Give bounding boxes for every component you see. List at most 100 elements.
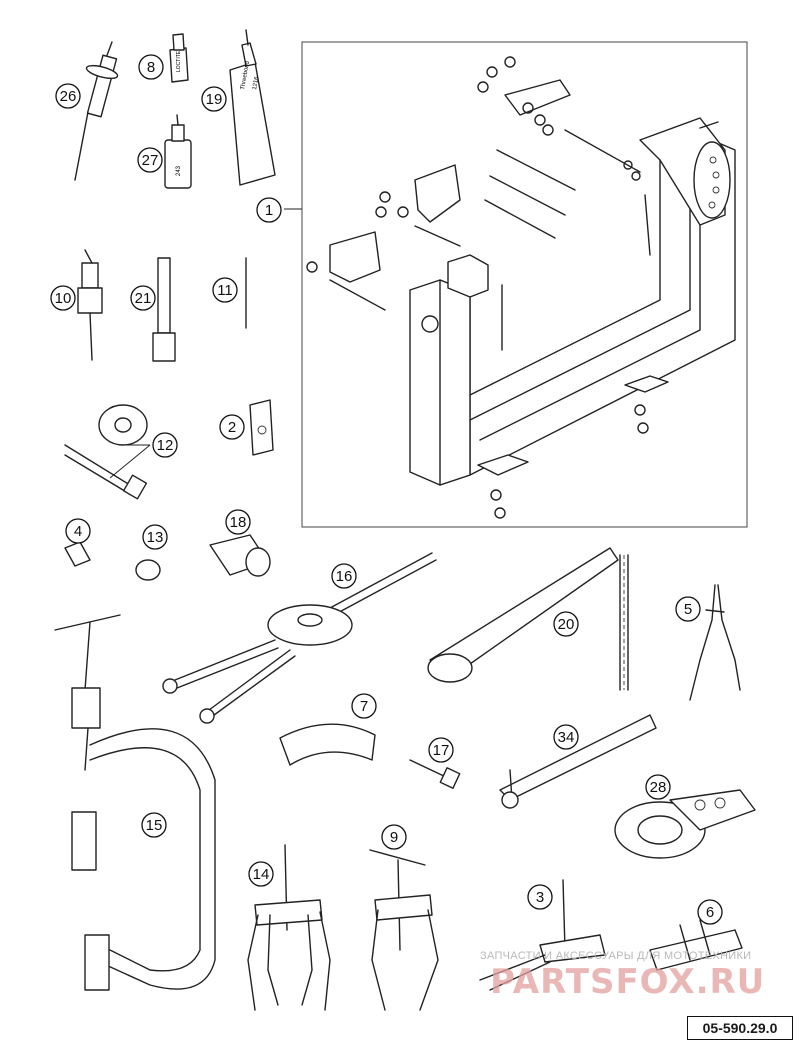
callout-circle [381,824,407,850]
callout-10: 10 [50,285,76,311]
callout-28: 28 [645,774,671,800]
callout-circle [527,884,553,910]
callout-circle [137,147,163,173]
engine-stand-part [306,56,736,519]
callout-circle [141,812,167,838]
callout-number: 14 [253,866,270,883]
callout-number: 17 [433,742,450,759]
callout-18: 18 [225,509,251,535]
callout-number: 1 [265,202,273,219]
syringe-tool-part [74,41,119,181]
callout-16: 16 [331,563,357,589]
callout-3: 3 [527,884,553,910]
puller-10-part [77,249,103,361]
callout-circle [212,277,238,303]
callout-number: 10 [55,290,72,307]
callout-circle [152,432,178,458]
callout-number: 7 [360,698,368,715]
callout-11: 11 [212,277,238,303]
callout-19: 19 [201,86,227,112]
tube-19-part: Threebond 1216 [229,29,276,186]
callout-circle [331,563,357,589]
tube-19-label-line2: 1216 [252,76,260,91]
engine-stand-group-frame [301,41,748,528]
chain-holder-20-part [427,547,629,691]
nut-13-part [135,559,161,581]
callout-circle [138,54,164,80]
callout-9: 9 [381,824,407,850]
callout-circle [65,518,91,544]
callout-34: 34 [553,724,579,750]
bottle-8-label: LOCTITE [176,50,182,72]
circlip-pliers-5-part [689,584,741,701]
callout-circle [50,285,76,311]
callout-number: 11 [217,282,233,299]
callout-8: 8 [138,54,164,80]
sleeve-4-part [64,541,91,567]
callout-number: 15 [146,817,163,834]
callout-2: 2 [219,414,245,440]
clutch-holder-28-part [614,789,756,859]
callout-circle [256,197,282,223]
leader-lines [109,208,302,479]
tube-19-label-line1: Threebond [240,61,251,91]
callout-number: 34 [558,729,575,746]
callout-circle [130,285,156,311]
plate-2-part [249,399,274,456]
document-number: 05-590.29.0 [687,1016,793,1040]
callout-circle [201,86,227,112]
bottle-27-label: 243 [176,165,182,176]
valve-spring-compressor-15-part [54,614,216,991]
callout-layer: 26 8 19 27 1 10 21 11 2 12 4 13 18 16 20 5 7 17 34 28 15 14 9 3… [50,54,723,925]
watermark-text: ЗАПЧАСТИ И АКСЕССУАРЫ ДЛЯ МОТОТЕХНИКИ [480,950,752,962]
callout-number: 4 [74,523,82,540]
holder-34-part [499,714,657,809]
callout-number: 20 [558,616,575,633]
callout-number: 19 [206,91,223,108]
tool-6-part [649,919,743,971]
adapter-18-part [209,534,271,577]
callout-number: 28 [650,779,667,796]
callout-5: 5 [675,596,701,622]
callout-27: 27 [137,147,163,173]
callout-20: 20 [553,611,579,637]
callout-number: 6 [706,904,714,921]
callout-circle [697,899,723,925]
callout-15: 15 [141,812,167,838]
callout-number: 27 [142,152,159,169]
callout-number: 16 [336,568,353,585]
watermark-logo: PARTSFOX.RU [490,962,766,1002]
callout-number: 13 [147,529,164,546]
callout-circle [142,524,168,550]
puller-16-part [162,552,437,724]
callout-number: 3 [536,889,544,906]
puller-9-part [369,849,439,1011]
callout-circle [225,509,251,535]
bolt-washer-12-part [64,404,148,500]
callout-7: 7 [351,693,377,719]
callout-circle [428,737,454,763]
callout-number: 2 [228,419,236,436]
callout-number: 9 [390,829,398,846]
callout-circle [55,83,81,109]
callout-6: 6 [697,899,723,925]
callout-14: 14 [248,861,274,887]
bottle-8-part: LOCTITE [169,33,189,83]
callout-circle [645,774,671,800]
bottle-27-part: 243 [164,114,192,189]
callout-number: 8 [147,59,155,76]
callout-circle [219,414,245,440]
puller-14-part [247,844,331,1011]
callout-4: 4 [65,518,91,544]
callout-21: 21 [130,285,156,311]
callout-13: 13 [142,524,168,550]
callout-circle [675,596,701,622]
callout-circle [351,693,377,719]
callout-number: 12 [157,437,174,454]
drift-21-part [152,257,176,362]
callout-circle [553,724,579,750]
callout-26: 26 [55,83,81,109]
tool-3-part [479,879,606,991]
callout-circle [248,861,274,887]
